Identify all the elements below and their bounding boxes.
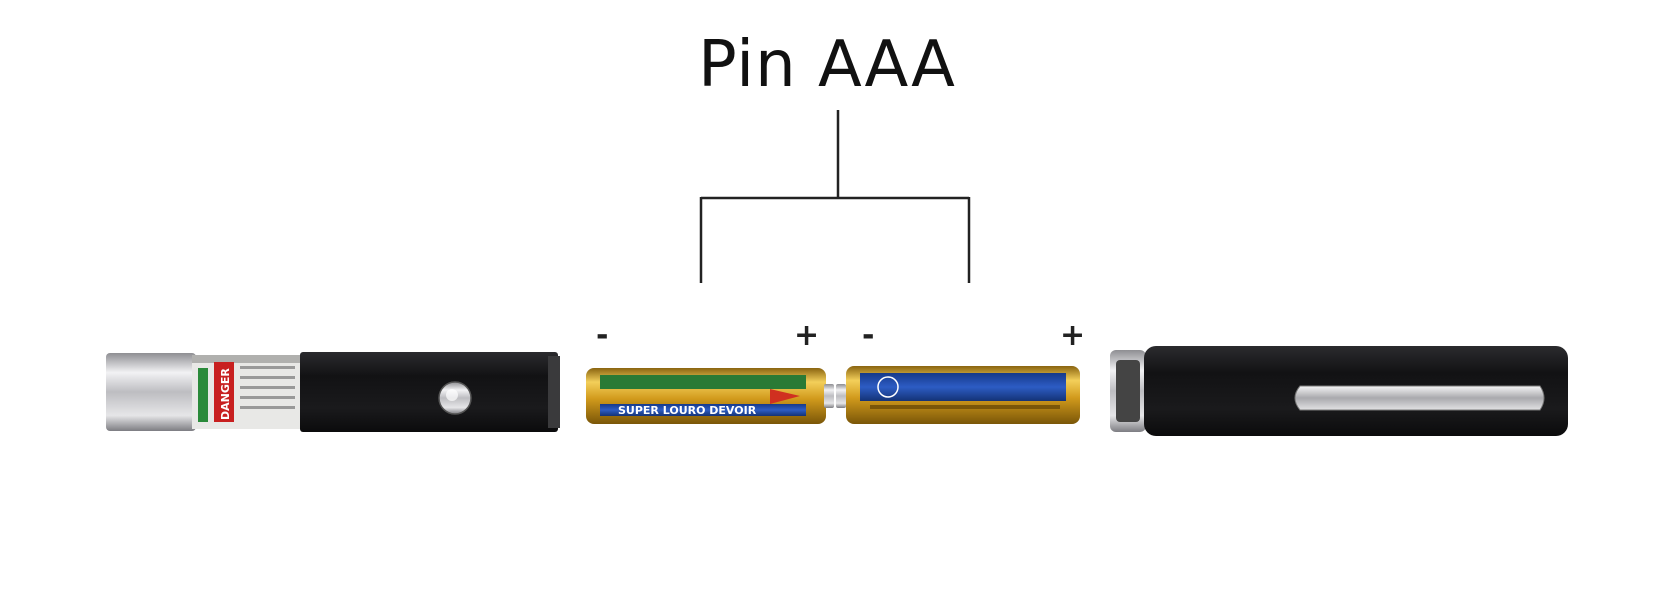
- laser-pointer-cap: [1110, 346, 1568, 436]
- battery-left-label: SUPER LOURO DEVOIR: [618, 404, 757, 417]
- battery-type-title: Pin AAA: [698, 28, 956, 102]
- battery-left-negative-label: -: [596, 318, 609, 353]
- laser-pointer-front: DANGER: [106, 352, 560, 432]
- battery-right-positive-label: +: [1060, 318, 1086, 353]
- battery-right-negative-label: -: [862, 318, 875, 353]
- battery-left: SUPER LOURO DEVOIR: [586, 368, 834, 424]
- bracket-connector: [699, 110, 971, 283]
- battery-left-positive-label: +: [794, 318, 820, 353]
- battery-right: [836, 366, 1080, 424]
- laser-warning-text: DANGER: [219, 368, 232, 420]
